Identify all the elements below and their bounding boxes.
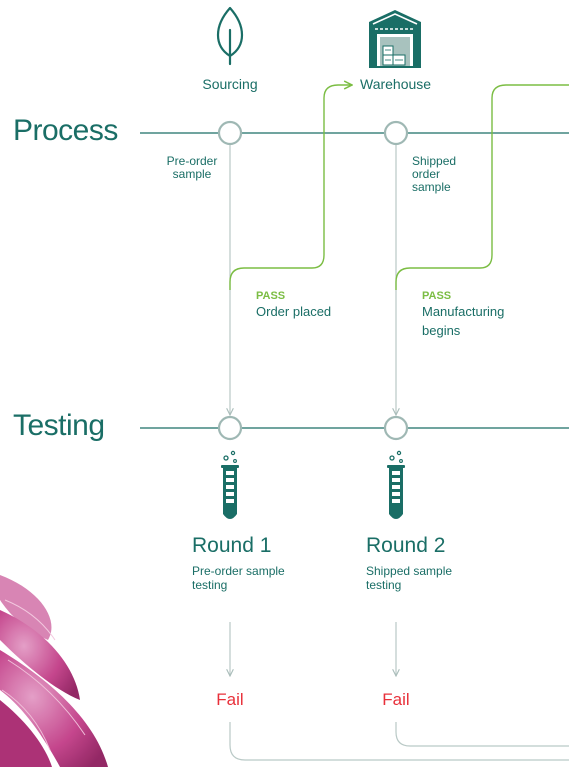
- round-2-subtitle: Shipped sample testing: [366, 564, 453, 592]
- pass-text: Manufacturing begins: [422, 304, 505, 338]
- warehouse-icon: [369, 10, 421, 68]
- pass-text: Order placed: [256, 304, 332, 319]
- row-label-process: Process: [13, 114, 118, 147]
- flower-decoration: [0, 575, 108, 767]
- pass-heading: PASS: [256, 290, 286, 302]
- round-1-title: Round 1: [192, 534, 272, 557]
- round-2-fail: Fail: [382, 690, 410, 709]
- process-node-1: [217, 120, 243, 146]
- pass-label-2: PASS Manufacturing begins: [422, 290, 522, 340]
- pass-label-1: PASS Order placed: [256, 290, 356, 321]
- process-note-1: Pre-order sample: [166, 154, 218, 181]
- sourcing-label: Sourcing: [202, 76, 258, 92]
- process-note-2: Shipped order sample: [412, 154, 457, 194]
- pass-heading: PASS: [422, 290, 452, 302]
- row-label-testing: Testing: [13, 409, 105, 442]
- pass-curve-2: [395, 84, 569, 290]
- testing-node-1: [217, 415, 243, 441]
- round-1-fail: Fail: [216, 690, 244, 709]
- testing-node-2: [383, 415, 409, 441]
- test-tube-icon: [221, 450, 239, 519]
- round-1-subtitle: Pre-order sample testing: [192, 564, 285, 592]
- process-node-2: [383, 120, 409, 146]
- test-tube-icon: [387, 450, 405, 519]
- warehouse-label: Warehouse: [360, 76, 432, 92]
- round-2-title: Round 2: [366, 534, 446, 557]
- leaf-icon: [216, 6, 244, 66]
- col2-fail-return: [395, 722, 569, 747]
- col1-fail-return: [229, 722, 569, 761]
- pass-curve-1: [229, 85, 352, 290]
